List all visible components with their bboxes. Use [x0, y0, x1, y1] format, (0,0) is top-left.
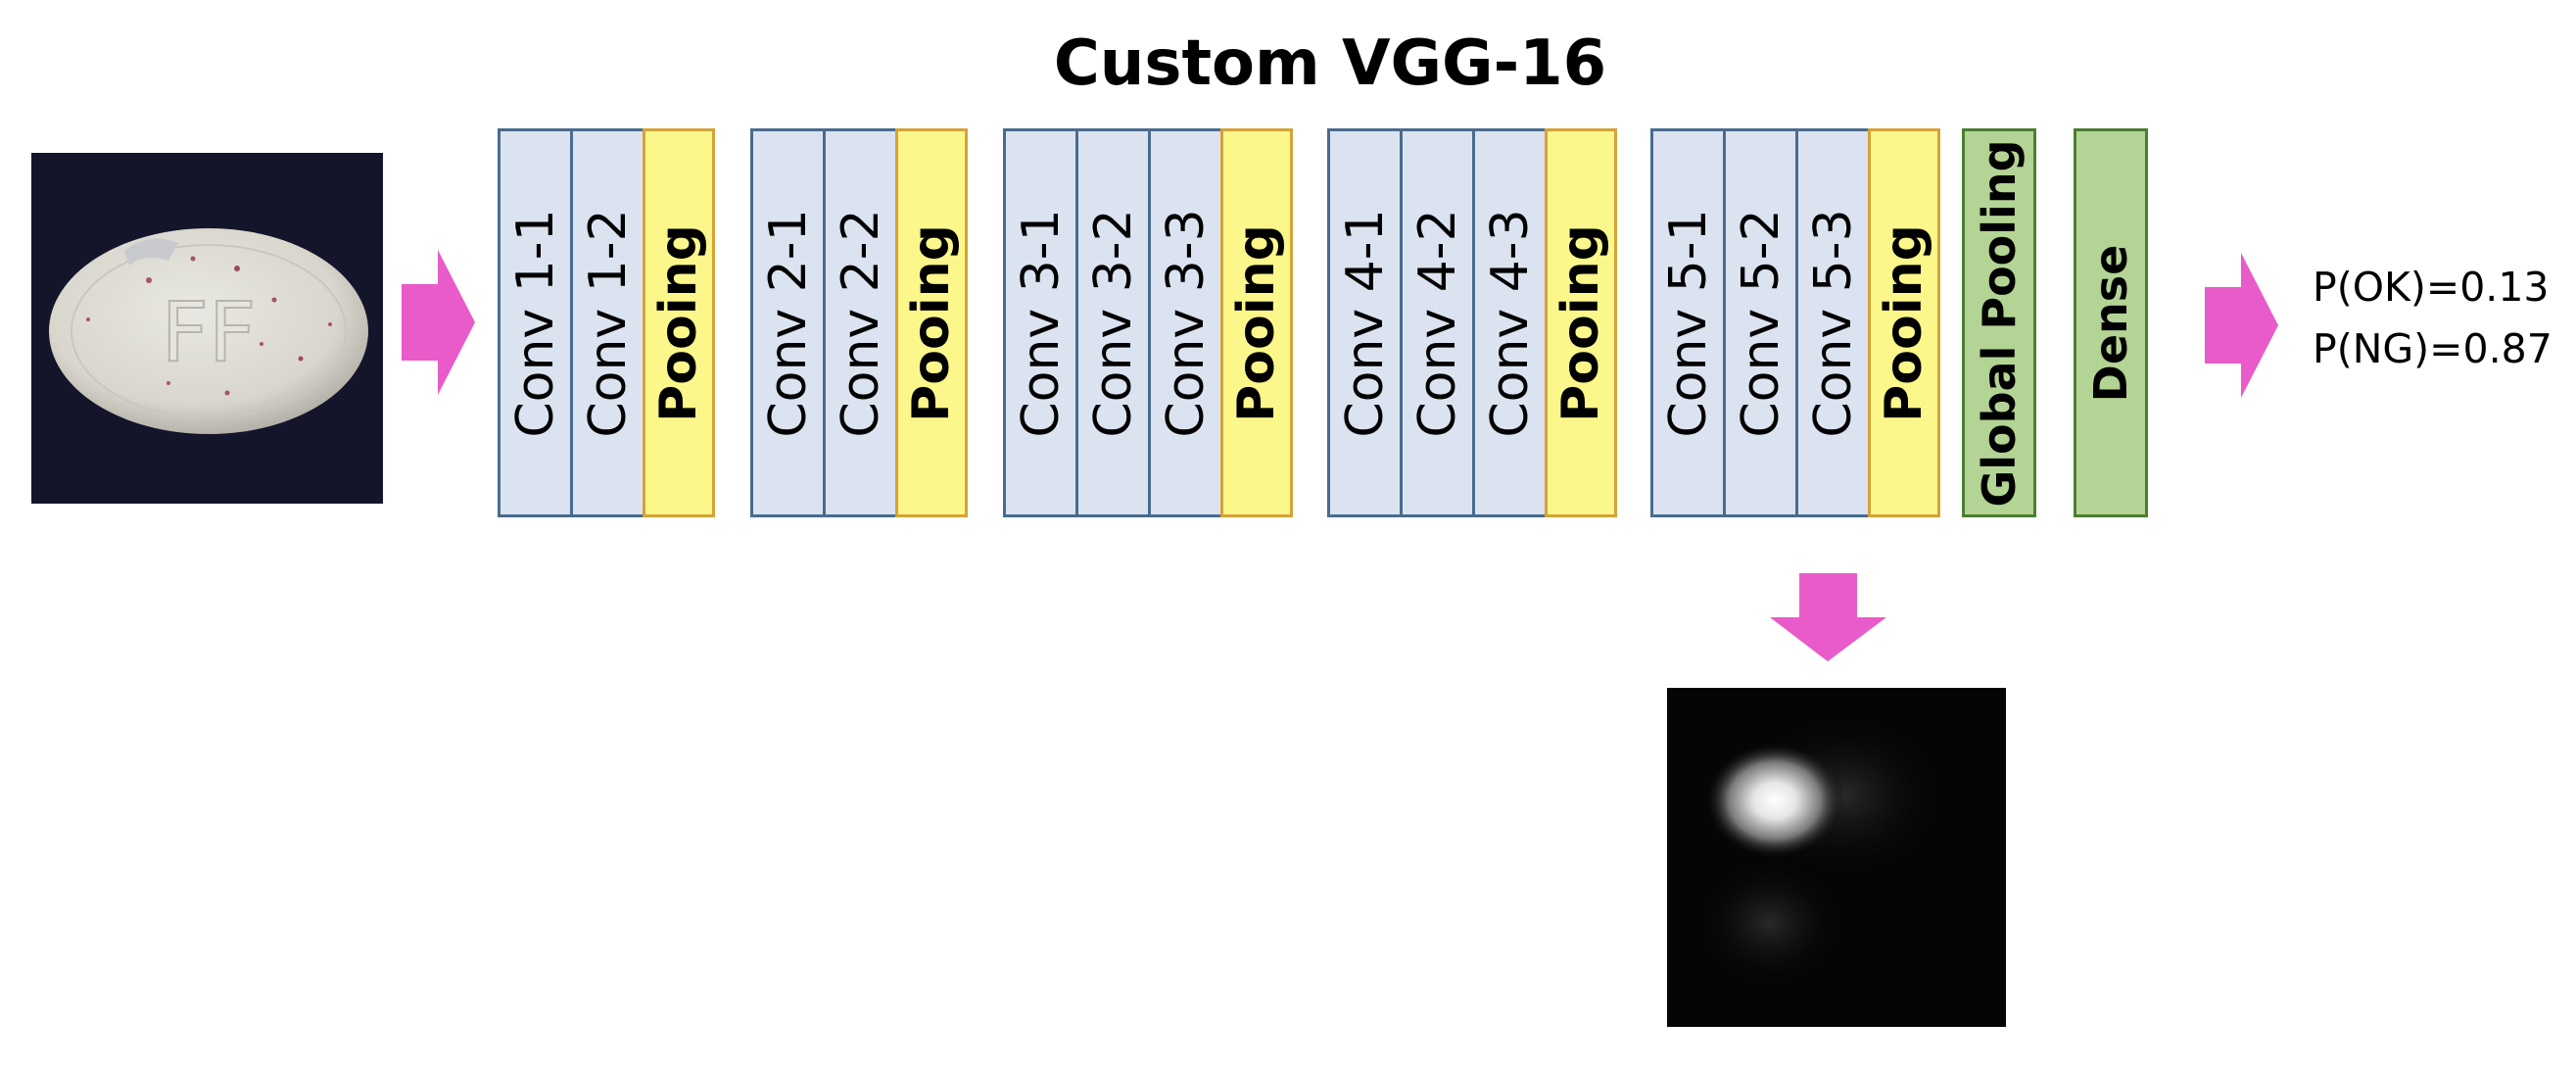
down-arrow-icon — [1770, 573, 1886, 661]
global-pooling-layer: Global Pooling — [1962, 128, 2036, 517]
conv-layer: Conv 4-1 — [1327, 128, 1403, 517]
class-activation-heatmap — [1667, 688, 2006, 1027]
conv-layer: Conv 1-2 — [570, 128, 645, 517]
conv-layer: Conv 2-1 — [750, 128, 826, 517]
conv-layer: Conv 2-2 — [823, 128, 898, 517]
conv-layer-label: Conv 3-1 — [1011, 208, 1071, 438]
pooling-layer: Pooing — [895, 128, 968, 517]
conv-layer-label: Conv 5-1 — [1658, 208, 1718, 438]
conv-layer-label: Conv 4-3 — [1480, 208, 1540, 438]
pooling-layer: Pooing — [643, 128, 715, 517]
conv-layer-label: Conv 2-1 — [758, 208, 818, 438]
prob-ng: P(NG)=0.87 — [2313, 325, 2552, 372]
pooling-layer-label: Pooing — [649, 223, 708, 422]
conv-layer: Conv 4-2 — [1400, 128, 1475, 517]
conv-layer-label: Conv 1-2 — [578, 208, 638, 438]
conv-layer-label: Conv 4-1 — [1335, 208, 1395, 438]
conv-layer: Conv 5-1 — [1650, 128, 1726, 517]
conv-layer-label: Conv 3-2 — [1083, 208, 1143, 438]
conv-layer-label: Conv 3-3 — [1156, 208, 1216, 438]
global-pooling-label: Global Pooling — [1973, 138, 2026, 508]
dense-layer: Dense — [2074, 128, 2148, 517]
pooling-layer-label: Pooing — [1551, 223, 1610, 422]
conv-layer: Conv 1-1 — [498, 128, 573, 517]
conv-layer: Conv 4-3 — [1472, 128, 1548, 517]
conv-layer: Conv 3-2 — [1075, 128, 1151, 517]
conv-layer: Conv 3-3 — [1148, 128, 1223, 517]
conv-layer: Conv 5-2 — [1723, 128, 1798, 517]
pooling-layer: Pooing — [1220, 128, 1293, 517]
output-probabilities: P(OK)=0.13 P(NG)=0.87 — [2313, 257, 2552, 380]
conv-layer-label: Conv 1-1 — [505, 208, 565, 438]
conv-layer-label: Conv 5-2 — [1731, 208, 1790, 438]
pooling-layer-label: Pooing — [902, 223, 961, 422]
output-arrow-icon — [2205, 253, 2278, 398]
conv-layer: Conv 3-1 — [1003, 128, 1078, 517]
conv-layer-label: Conv 2-2 — [831, 208, 890, 438]
pooling-layer: Pooing — [1545, 128, 1617, 517]
input-arrow-icon — [402, 250, 475, 395]
conv-layer: Conv 5-3 — [1795, 128, 1871, 517]
conv-layer-label: Conv 5-3 — [1803, 208, 1863, 438]
pooling-layer-label: Pooing — [1227, 223, 1286, 422]
pill-imprint-text: FF — [162, 284, 257, 380]
pooling-layer-label: Pooing — [1875, 223, 1933, 422]
conv-layer-label: Conv 4-2 — [1407, 208, 1467, 438]
dense-label: Dense — [2084, 244, 2137, 402]
pooling-layer: Pooing — [1868, 128, 1940, 517]
diagram-title: Custom VGG-16 — [1053, 27, 1607, 100]
prob-ok: P(OK)=0.13 — [2313, 264, 2550, 311]
pill-input-image: FF — [31, 153, 383, 504]
